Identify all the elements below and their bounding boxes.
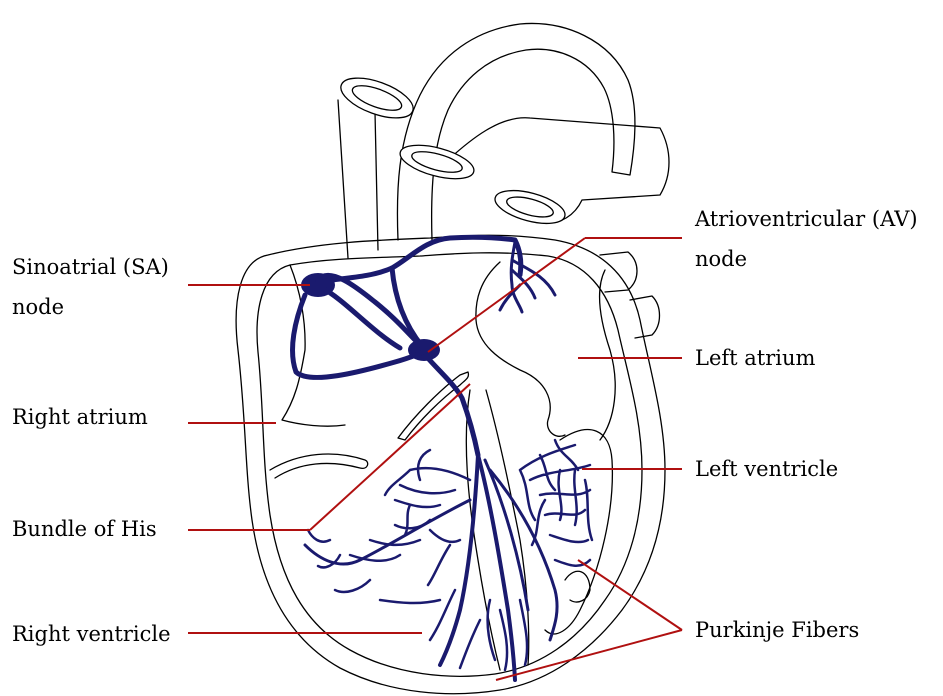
internodal-pathway-upper <box>318 237 521 282</box>
label-av-node-line1: Atrioventricular (AV) <box>694 207 918 231</box>
left-atrium-wall <box>600 270 616 440</box>
leader-bundle-of-his-diagonal <box>310 384 470 530</box>
superior-vena-cava <box>338 100 378 258</box>
purkinje-fibers-left <box>520 440 592 566</box>
label-right-ventricle: Right ventricle <box>12 622 171 646</box>
label-sa-node-line1: Sinoatrial (SA) <box>12 255 169 279</box>
leader-lines <box>188 238 682 680</box>
label-purkinje-fibers: Purkinje Fibers <box>695 618 859 642</box>
label-left-atrium: Left atrium <box>695 346 815 370</box>
bundle-of-his <box>426 356 478 455</box>
pulmonary-opening <box>492 184 569 230</box>
right-bundle-branch <box>440 455 478 665</box>
label-left-ventricle: Left ventricle <box>695 457 838 481</box>
leader-av-node-diagonal <box>428 238 585 352</box>
internodal-pathway-lower <box>293 295 424 377</box>
label-bundle-of-his: Bundle of His <box>12 517 157 541</box>
label-right-atrium: Right atrium <box>12 405 148 429</box>
superior-vena-cava-opening <box>336 70 418 126</box>
leader-purkinje-b <box>496 630 682 680</box>
internodal-pathway-middle <box>322 288 400 348</box>
left-ventricle-papillary <box>565 571 590 602</box>
av-valve-left <box>398 372 468 440</box>
conduction-system <box>293 237 592 680</box>
label-sa-node-line2: node <box>12 295 64 319</box>
leader-purkinje-a <box>578 560 682 630</box>
tricuspid-valve <box>270 454 368 478</box>
purkinje-fibers-apex <box>460 600 527 670</box>
purkinje-fibers-right <box>308 450 470 640</box>
label-av-node-line2: node <box>695 247 747 271</box>
pulmonary-vein-upper <box>600 252 637 292</box>
